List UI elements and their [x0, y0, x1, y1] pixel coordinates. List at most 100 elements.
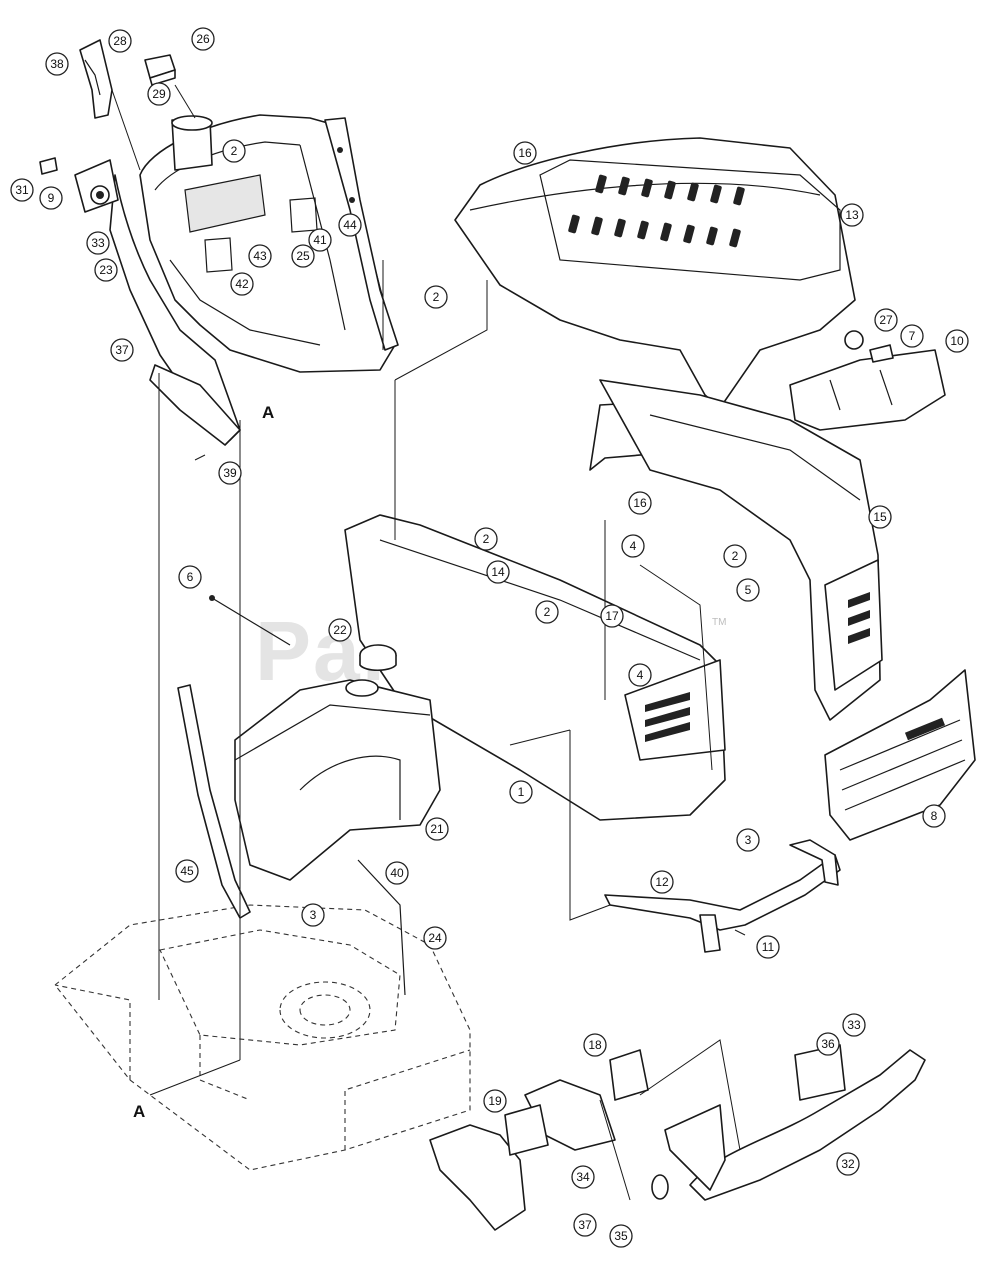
svg-text:10: 10	[950, 334, 964, 348]
svg-text:37: 37	[578, 1218, 592, 1232]
callout-39: 39	[218, 461, 242, 485]
reference-letter-a-upper: A	[262, 403, 274, 422]
callout-42: 42	[230, 272, 254, 296]
callout-10: 10	[945, 329, 969, 353]
callout-23: 23	[94, 258, 118, 282]
svg-text:14: 14	[491, 565, 505, 579]
hood-pivot-bracket-part	[429, 1049, 649, 1231]
callout-37b: 37	[573, 1213, 597, 1237]
dash-panel-part	[139, 114, 396, 373]
svg-text:19: 19	[488, 1094, 502, 1108]
fuel-tank-part	[234, 679, 441, 881]
callout-31: 31	[10, 178, 34, 202]
hood-vents	[568, 174, 745, 248]
svg-text:2: 2	[433, 290, 440, 304]
svg-text:37: 37	[115, 343, 129, 357]
callout-24: 24	[423, 926, 447, 950]
tie-strap-part	[209, 595, 291, 646]
dash-side-panel-part	[109, 174, 241, 446]
callout-29: 29	[147, 82, 171, 106]
svg-text:18: 18	[588, 1038, 602, 1052]
svg-text:17: 17	[605, 609, 619, 623]
svg-text:24: 24	[428, 931, 442, 945]
front-grille-part	[824, 669, 976, 841]
callout-4a: 4	[621, 534, 645, 558]
callout-9: 9	[39, 186, 63, 210]
callout-36: 36	[816, 1032, 840, 1056]
callout-32: 32	[836, 1152, 860, 1176]
callout-45: 45	[175, 859, 199, 883]
ignition-switch-part	[39, 157, 119, 213]
reference-letter-a-lower: A	[133, 1102, 145, 1121]
dash-support-bracket-part	[324, 117, 399, 351]
callout-40: 40	[385, 861, 409, 885]
svg-text:23: 23	[99, 263, 113, 277]
callout-35: 35	[609, 1224, 633, 1248]
side-panel-part	[599, 379, 883, 721]
svg-text:21: 21	[430, 822, 444, 836]
svg-text:22: 22	[333, 623, 347, 637]
callout-14: 14	[486, 560, 510, 584]
svg-text:33: 33	[847, 1018, 861, 1032]
callout-13: 13	[840, 203, 864, 227]
callout-18: 18	[583, 1033, 607, 1057]
svg-text:29: 29	[152, 87, 166, 101]
fuel-tank-bracket-part	[177, 684, 251, 919]
callout-2a: 2	[222, 139, 246, 163]
svg-text:41: 41	[313, 233, 327, 247]
callout-43: 43	[248, 244, 272, 268]
callout-38: 38	[45, 52, 69, 76]
callout-16b: 16	[628, 491, 652, 515]
svg-text:42: 42	[235, 277, 249, 291]
callout-11: 11	[756, 935, 780, 959]
svg-text:44: 44	[343, 218, 357, 232]
svg-text:2: 2	[483, 532, 490, 546]
svg-text:31: 31	[15, 183, 29, 197]
svg-text:45: 45	[180, 864, 194, 878]
callout-2b: 2	[424, 285, 448, 309]
hood-hinge-bracket-part	[604, 839, 841, 953]
hood-part	[454, 137, 856, 471]
grille-housing-part	[344, 514, 726, 821]
svg-text:35: 35	[614, 1229, 628, 1243]
svg-text:16: 16	[518, 146, 532, 160]
leader-lines	[111, 84, 746, 1201]
callout-21: 21	[425, 817, 449, 841]
headlight-lens-part	[789, 349, 946, 431]
svg-text:34: 34	[576, 1170, 590, 1184]
headlight-bulb-part	[844, 330, 894, 363]
svg-text:2: 2	[544, 605, 551, 619]
svg-text:8: 8	[931, 809, 938, 823]
svg-text:38: 38	[50, 57, 64, 71]
svg-text:32: 32	[841, 1157, 855, 1171]
callout-33b: 33	[842, 1013, 866, 1037]
callout-8: 8	[922, 804, 946, 828]
callout-22: 22	[328, 618, 352, 642]
svg-text:11: 11	[762, 940, 775, 954]
svg-text:4: 4	[630, 539, 637, 553]
callout-19: 19	[483, 1089, 507, 1113]
svg-text:16: 16	[633, 496, 647, 510]
svg-text:40: 40	[390, 866, 404, 880]
svg-text:3: 3	[310, 908, 317, 922]
svg-text:39: 39	[223, 466, 237, 480]
callout-3: 3	[736, 828, 760, 852]
svg-text:27: 27	[879, 313, 893, 327]
svg-text:7: 7	[909, 329, 916, 343]
callout-16a: 16	[513, 141, 537, 165]
svg-text:2: 2	[231, 144, 238, 158]
callout-25: 25	[291, 244, 315, 268]
svg-text:4: 4	[637, 668, 644, 682]
callout-34: 34	[571, 1165, 595, 1189]
svg-text:1: 1	[518, 785, 525, 799]
callout-15: 15	[868, 505, 892, 529]
callout-41: 41	[308, 228, 332, 252]
callout-4b: 4	[628, 663, 652, 687]
svg-text:25: 25	[296, 249, 310, 263]
svg-text:5: 5	[745, 583, 752, 597]
svg-text:13: 13	[845, 208, 859, 222]
svg-text:33: 33	[91, 236, 105, 250]
svg-text:26: 26	[196, 32, 210, 46]
svg-text:2: 2	[732, 549, 739, 563]
